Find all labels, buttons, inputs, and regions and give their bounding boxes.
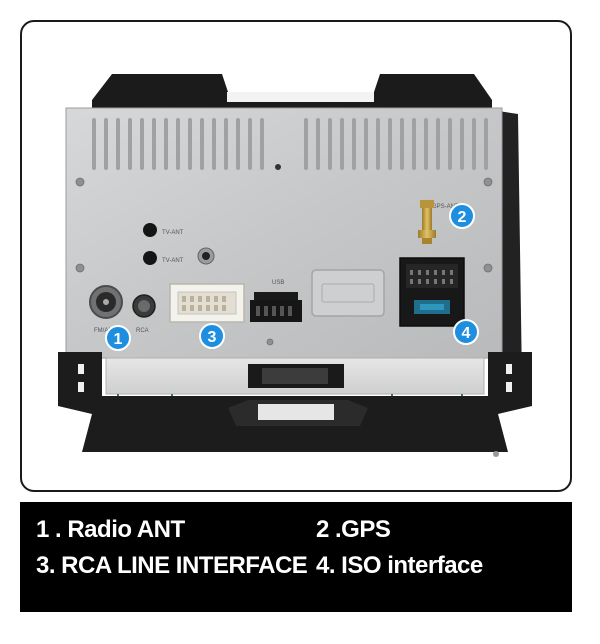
tv-ant-1-port <box>143 223 157 237</box>
caption-gps: 2 .GPS <box>316 516 391 543</box>
caption-rca-line-interface: 3. RCA LINE INTERFACE <box>36 552 308 579</box>
caption-radio-ant: 1 . Radio ANT <box>36 516 185 543</box>
vent-slots <box>92 118 488 170</box>
caption-iso-interface: 4. ISO interface <box>316 552 483 579</box>
car-radio-rear-panel-image: TV-ANT TV-ANT FM/AM RCA USB <box>58 74 532 457</box>
badge-1: 1 <box>105 325 131 351</box>
rca-label: RCA <box>136 328 149 334</box>
caption-bar: 1 . Radio ANT 2 .GPS 3. RCA LINE INTERFA… <box>20 502 572 612</box>
svg-text:3: 3 <box>208 329 217 346</box>
gps-antenna-connector <box>422 208 432 232</box>
svg-text:1: 1 <box>114 331 123 348</box>
usb-label: USB <box>272 280 284 286</box>
svg-text:2: 2 <box>458 209 467 226</box>
tv-ant-2-label: TV-ANT <box>162 258 184 264</box>
panel-screws <box>75 177 493 346</box>
tv-ant-1-label: TV-ANT <box>162 230 184 236</box>
tv-ant-2-port <box>143 251 157 265</box>
badge-3: 3 <box>199 323 225 349</box>
badge-4: 4 <box>453 319 479 345</box>
cover-plate <box>311 269 385 317</box>
product-photo-frame: TV-ANT TV-ANT FM/AM RCA USB <box>20 20 572 492</box>
badge-2: 2 <box>449 203 475 229</box>
gps-ant-label: GPS-ANT <box>432 204 459 210</box>
fm-am-label: FM/AM <box>94 328 113 334</box>
svg-text:4: 4 <box>462 325 471 342</box>
